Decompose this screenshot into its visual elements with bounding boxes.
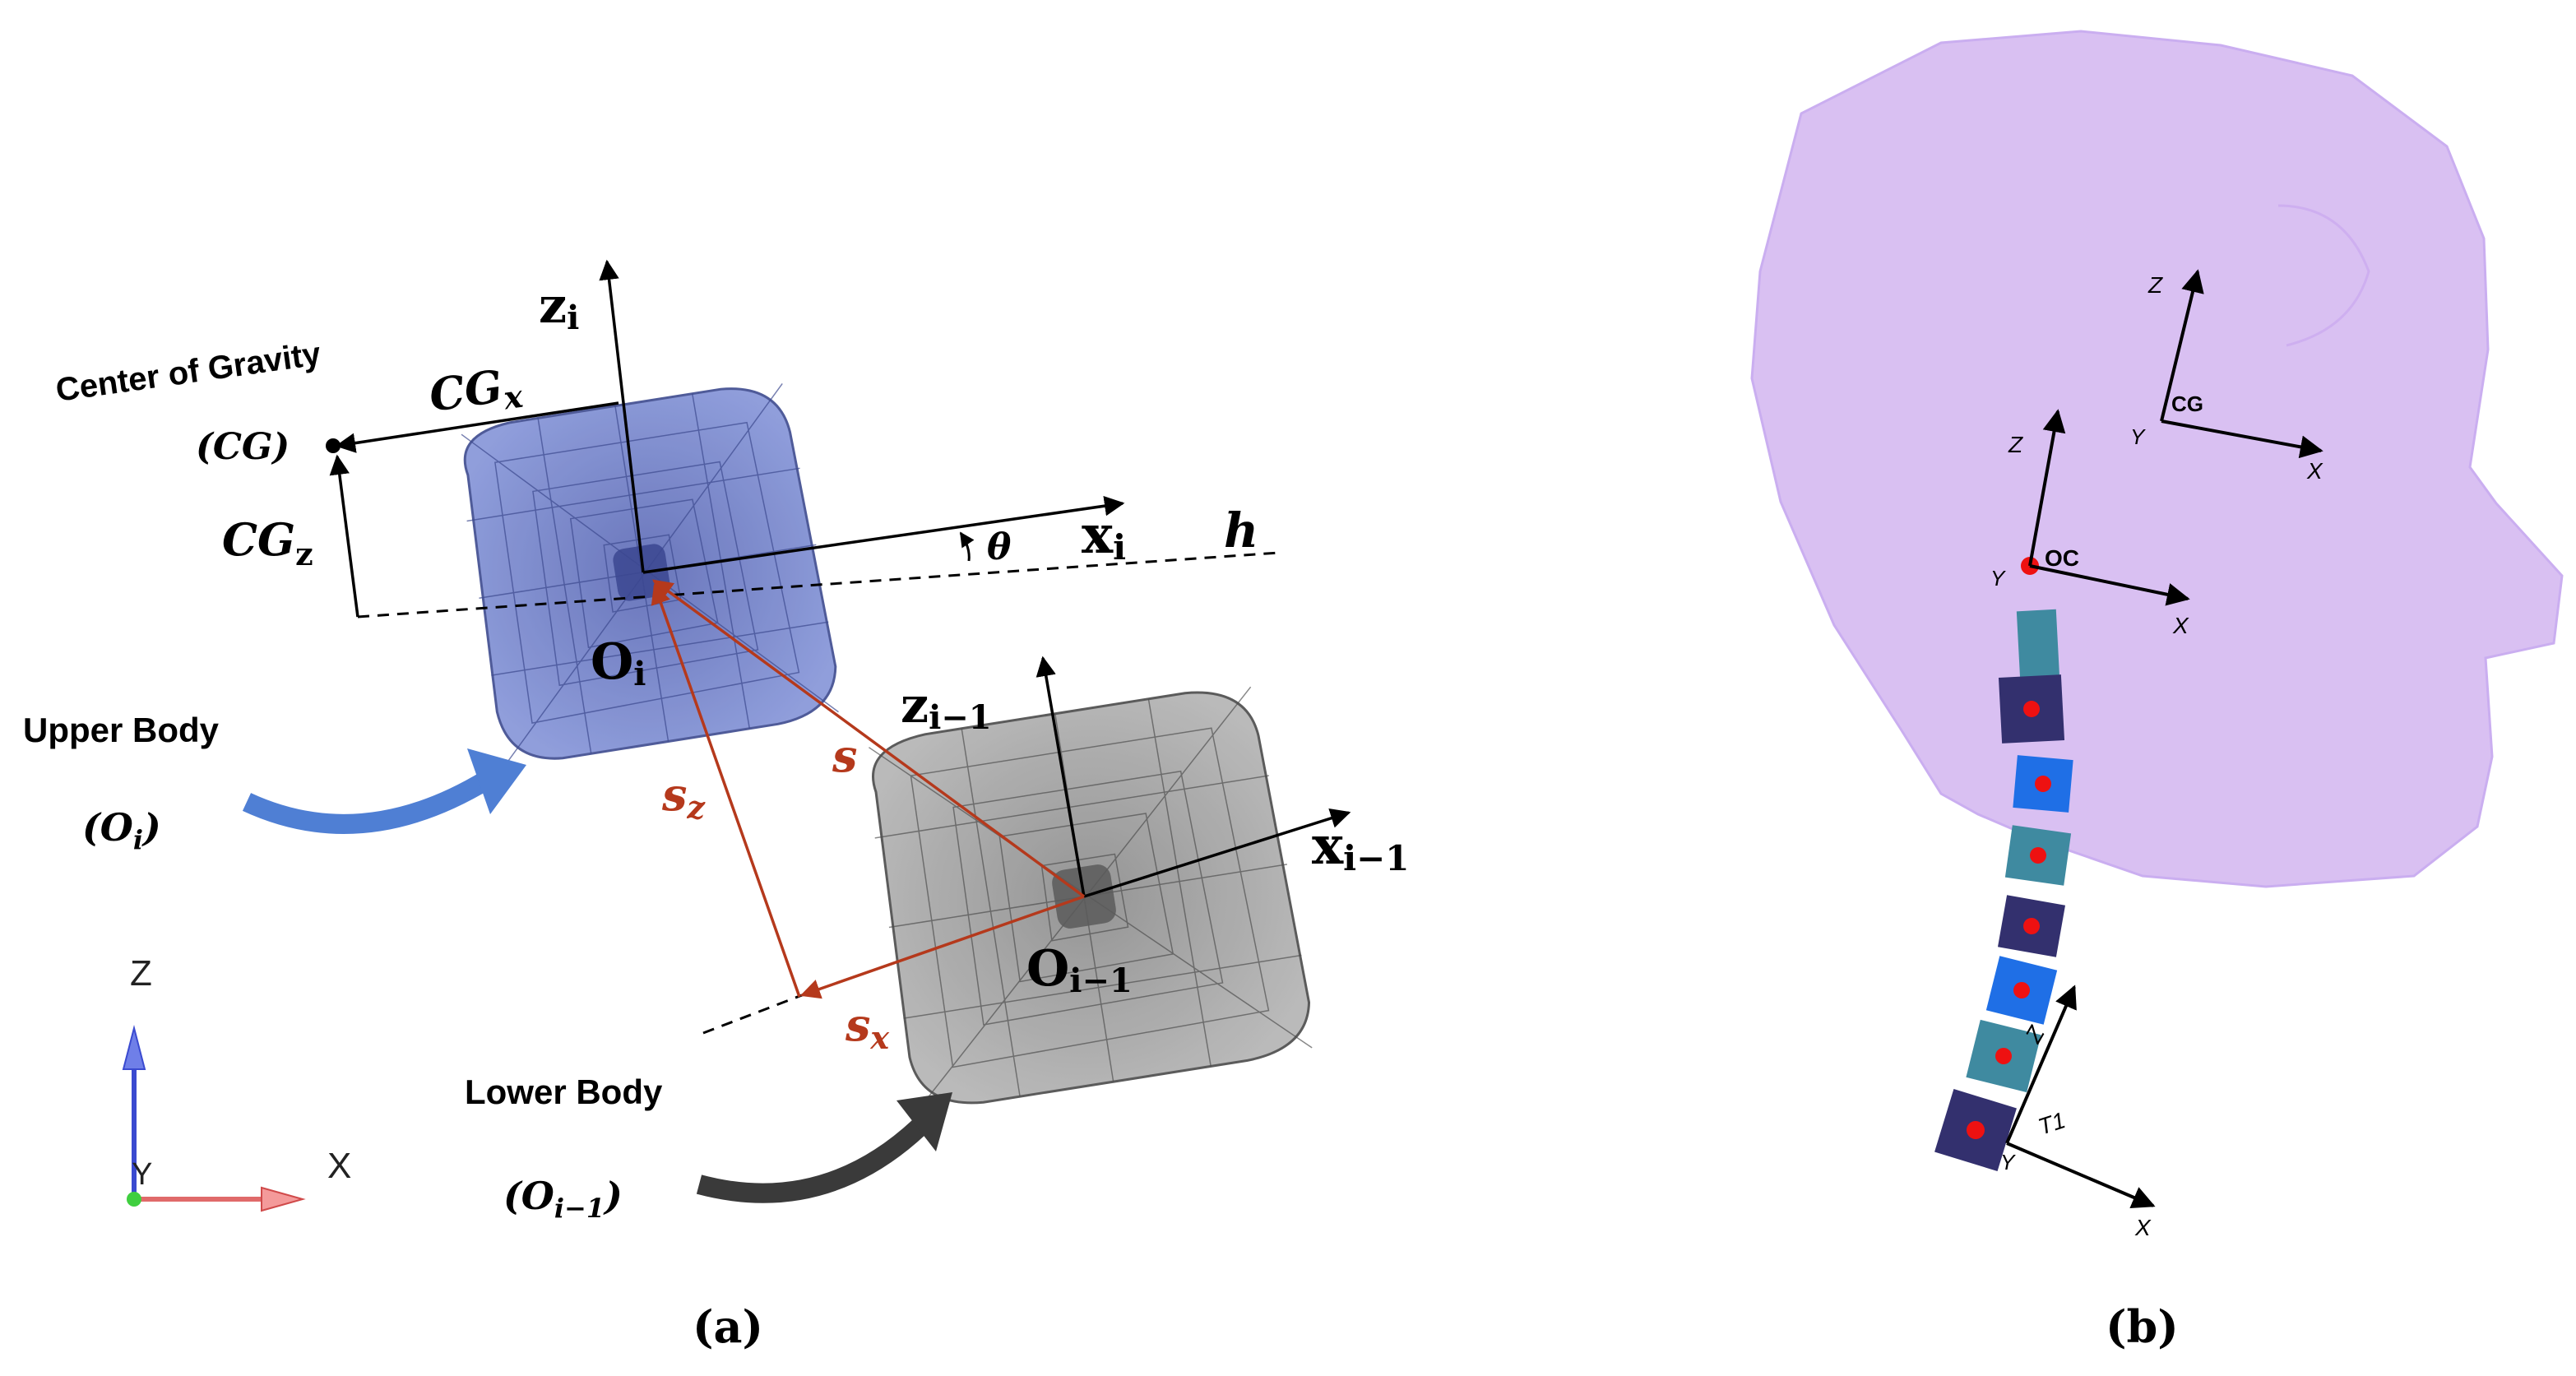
panel-b-caption: (b) [2106,1300,2179,1353]
lower-dashed-line [702,994,803,1035]
sx-vector [799,895,1085,999]
zi-label: zi [539,277,579,337]
cg-label: (CG) [196,426,290,468]
oc-origin-label: OC [2045,545,2079,571]
lower-body-label: Lower Body [465,1073,663,1111]
vertebra-c2 [1998,674,2065,744]
lower-body-symbol: (Oi−1) [503,1174,623,1224]
cgz-line [329,454,359,618]
oc-z-label: Z [2008,432,2023,457]
sz-label: sz [661,768,706,826]
t1-x-label: X [2134,1215,2152,1240]
global-z-label: Z [130,953,152,994]
h-label: h [1224,503,1258,558]
upper-body-symbol: (Oi) [82,805,161,855]
xi1-axis [1083,808,1351,898]
panel-a: Center of Gravity (CG) CGx CGz zi xi h θ… [23,259,1410,1353]
cg-z-label: Z [2147,272,2163,298]
oc-axes [2028,409,2190,606]
vertebra-c7 [1966,1019,2041,1093]
cervical-spine [1934,609,2073,1171]
cg-point [326,438,341,453]
zi-axis [599,259,645,573]
global-x-label: X [327,1146,351,1186]
cgx-label: CGx [426,357,526,427]
zi1-axis [1035,656,1086,897]
theta-arc [959,531,975,562]
vertebra-c3 [2013,755,2073,813]
cgx-line [335,401,619,453]
global-triad [122,1025,306,1212]
center-of-gravity-label: Center of Gravity [53,336,323,409]
xi-label: xi [1082,504,1126,568]
t1-y-label: Y [2000,1150,2016,1174]
oi-label: Oi [591,633,646,693]
sx-label: sx [845,998,890,1056]
upper-body-arrow [242,771,493,834]
sz-vector [651,583,801,998]
theta-label: θ [987,526,1012,568]
oc-y-label: Y [1990,566,2006,591]
oi1-label: Oi−1 [1026,940,1133,1000]
vertebra-c4 [2004,825,2072,886]
cg-origin-label: CG [2171,391,2203,416]
vertebra-c1 [2016,609,2060,681]
cg-y-label: Y [2130,424,2146,449]
head-silhouette [1750,30,2564,888]
panel-a-caption: (a) [693,1300,763,1353]
s-label: s [832,730,857,782]
s-vector [652,579,1086,898]
vertebra-t1 [1934,1089,2017,1171]
xi-axis [642,496,1125,574]
lower-body-block [868,686,1313,1111]
upper-body-label: Upper Body [23,711,220,749]
oc-x-label: X [2172,613,2189,638]
upper-body-block [461,382,839,766]
cg-x-label: X [2306,458,2323,484]
panel-b: Z Y CG X Z Y OC X Z Y T1 X (b) [1750,30,2564,1353]
cgz-label: CGz [222,513,313,572]
zi1-label: zi−1 [901,677,992,737]
cg-axes [2160,269,2323,459]
global-y-label: Y [132,1157,152,1192]
h-reference-line [357,551,1280,619]
vertebra-c5 [1997,895,2066,957]
vertebra-c6 [1985,956,2058,1025]
lower-body-arrow [696,1119,927,1203]
t1-origin-label: T1 [2035,1107,2069,1140]
upper-body-arrowhead [467,748,526,814]
lower-body-arrowhead [897,1092,952,1151]
t1-axes [2005,985,2156,1208]
xi1-label: xi−1 [1312,815,1410,878]
